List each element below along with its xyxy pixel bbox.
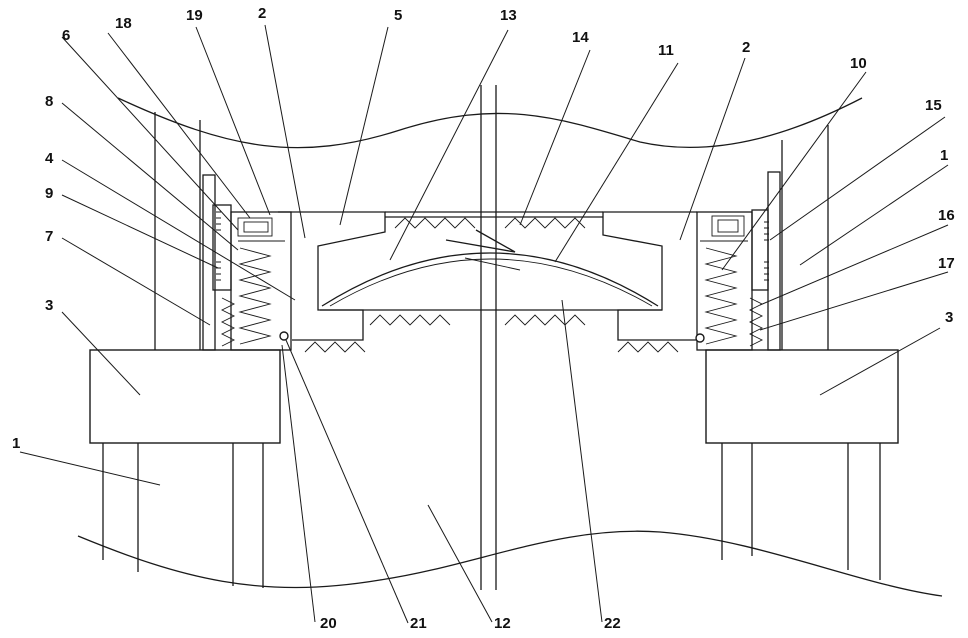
label-16: 16 (938, 207, 955, 224)
label-2-left: 2 (258, 5, 266, 22)
label-15: 15 (925, 97, 942, 114)
label-22: 22 (604, 615, 621, 632)
label-1-left: 1 (12, 435, 20, 452)
label-1-right: 1 (940, 147, 948, 164)
label-19: 19 (186, 7, 203, 24)
left-spring (240, 248, 270, 344)
label-11: 11 (658, 42, 674, 59)
right-base-block (706, 350, 898, 443)
label-6: 6 (62, 27, 70, 44)
right-spring (706, 248, 736, 344)
bottom-break-line (78, 531, 942, 596)
upper-plate (278, 212, 697, 340)
label-17: 17 (938, 255, 955, 272)
left-base-block (90, 350, 280, 443)
label-8: 8 (45, 93, 53, 110)
label-2-right: 2 (742, 39, 750, 56)
label-12: 12 (494, 615, 511, 632)
reference-labels: 6 18 19 2 5 13 14 11 2 10 15 1 16 17 3 8… (12, 5, 955, 632)
label-4: 4 (45, 150, 54, 167)
top-break-line (118, 98, 862, 148)
hatch-top (395, 218, 585, 228)
label-7: 7 (45, 228, 53, 245)
leader-lines (20, 25, 948, 623)
hatch-bottom (305, 315, 678, 352)
label-13: 13 (500, 7, 517, 24)
right-pin (696, 334, 704, 342)
label-18: 18 (115, 15, 132, 32)
central-shaft (481, 85, 496, 590)
left-small-spring (222, 298, 234, 346)
label-10: 10 (850, 55, 867, 72)
right-housing (697, 172, 780, 350)
lens-assembly (320, 253, 662, 310)
label-5: 5 (394, 7, 402, 24)
label-9: 9 (45, 185, 53, 202)
label-20: 20 (320, 615, 337, 632)
label-3-left: 3 (45, 297, 53, 314)
left-pin (280, 332, 288, 340)
label-14: 14 (572, 29, 589, 46)
label-3-right: 3 (945, 309, 953, 326)
label-21: 21 (410, 615, 427, 632)
